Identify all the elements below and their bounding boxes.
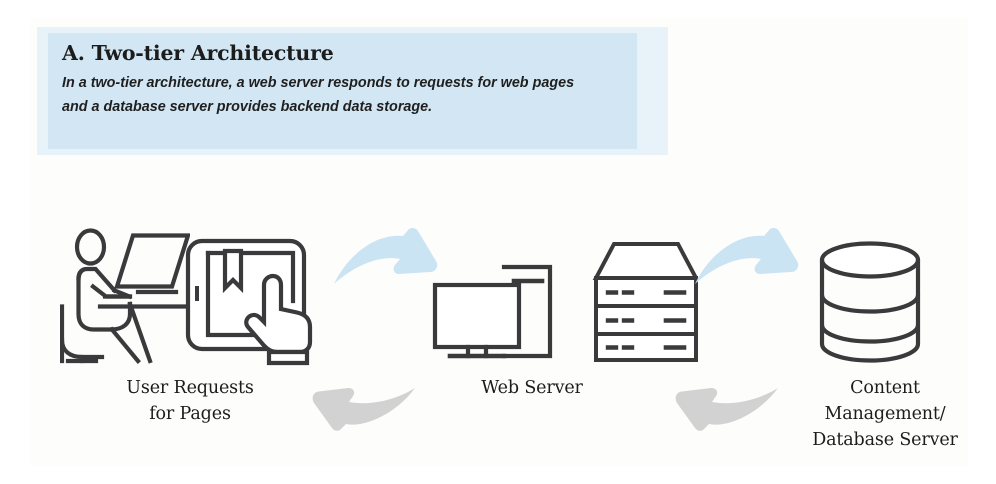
- node-label-database: Content Management/ Database Server: [812, 378, 958, 450]
- database-cylinder-icon: [818, 241, 922, 363]
- figure-description: In a two-tier architecture, a web server…: [62, 74, 575, 115]
- figure-title: A. Two-tier Architecture: [62, 41, 334, 65]
- curved-arrow-right-icon: [333, 227, 439, 290]
- curved-arrow-left-icon: [673, 384, 779, 432]
- person-at-laptop-icon: [59, 228, 191, 365]
- desktop-computer-icon: [432, 264, 572, 362]
- caption-box: A. Two-tier Architecture In a two-tier a…: [48, 33, 637, 149]
- curved-arrow-left-icon: [310, 384, 416, 432]
- server-rack-icon: [592, 238, 700, 362]
- node-label-web-server: Web Server: [481, 378, 583, 398]
- node-label-user: User Requests for Pages: [126, 378, 254, 424]
- tablet-touch-icon: [185, 236, 325, 366]
- curved-arrow-right-icon: [694, 227, 800, 290]
